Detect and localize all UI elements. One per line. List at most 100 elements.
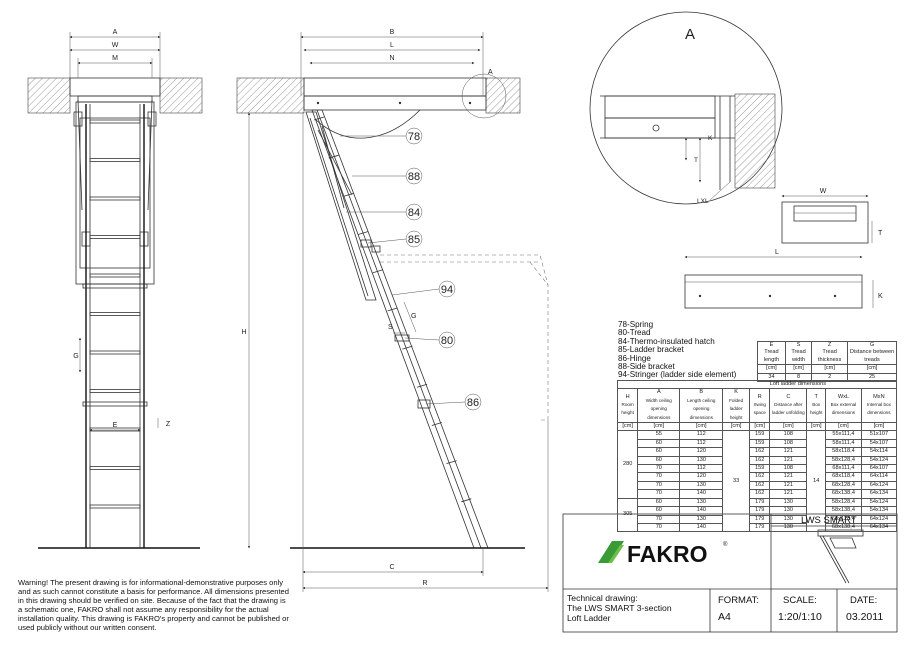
table-cell: 33 xyxy=(722,430,751,533)
table-cell: 162 xyxy=(749,472,771,482)
table-cell: 108 xyxy=(769,438,808,449)
table-cell: 130 xyxy=(769,514,808,524)
side-ceiling-left xyxy=(236,77,305,114)
callout-number: 84 xyxy=(408,207,420,219)
side-dim-r: R xyxy=(422,580,427,587)
table-cell: 70 xyxy=(637,489,681,499)
table-cell: 60 xyxy=(637,455,681,466)
side-tread xyxy=(431,422,442,426)
table-cell: 130 xyxy=(769,497,808,508)
tech-drawing-label: Technical drawing: xyxy=(567,593,638,603)
scale-value: 1:20/1:10 xyxy=(778,611,822,623)
fakro-registered-mark: ® xyxy=(723,541,728,548)
legend-item: 80-Tread xyxy=(618,328,651,338)
dims-unit: [cm] xyxy=(769,422,808,432)
table-cell: 70 xyxy=(637,522,681,533)
front-view: A W M G E Z xyxy=(27,29,203,549)
tread-desc-e: Tread length xyxy=(763,349,780,363)
table-cell: 140 xyxy=(679,506,724,516)
table-cell: 70 xyxy=(637,480,681,491)
table-cell: 140 xyxy=(679,489,724,499)
front-ceiling-left xyxy=(27,77,71,114)
tech-drawing-line2: Loft Ladder xyxy=(567,613,611,623)
table-cell: 130 xyxy=(679,514,724,524)
detail-a: A K T LXL xyxy=(589,11,783,205)
side-dim-n: N xyxy=(389,55,394,62)
table-cell: 60 xyxy=(637,447,681,457)
table-cell: 112 xyxy=(679,438,724,449)
dims-header-desc: Box external dimensions xyxy=(830,402,857,416)
front-tread xyxy=(89,273,141,278)
fakro-logo: FAKRO ® xyxy=(598,541,728,567)
front-dim-g: G xyxy=(73,353,78,360)
dims-header-code: B xyxy=(699,389,704,396)
table-cell: 130 xyxy=(679,497,724,508)
table-cell: 159 xyxy=(749,464,771,474)
callout-leader xyxy=(425,401,466,405)
table-cell: 60 xyxy=(637,506,681,516)
detail-dim-lxl: LXL xyxy=(697,198,709,205)
callout-number: 86 xyxy=(467,397,479,409)
dims-header-desc: Internal box dimensions xyxy=(866,402,891,416)
height-dimension: H xyxy=(241,112,251,549)
table-cell: 162 xyxy=(749,480,771,491)
tech-drawing-line1: The LWS SMART 3-section xyxy=(567,603,672,613)
legend-item: 88-Side bracket xyxy=(618,362,675,372)
table-cell: 64x134 xyxy=(860,489,898,499)
table-cell: 179 xyxy=(749,514,771,524)
table-cell: 162 xyxy=(749,447,771,457)
table-cell: 159 xyxy=(749,438,771,449)
dims-header-desc: Distance after ladder unfolding xyxy=(772,402,805,416)
callout-circle xyxy=(438,280,456,298)
detail-dim-t: T xyxy=(694,157,698,164)
dims-unit: [cm] xyxy=(860,422,898,432)
callout-number: 85 xyxy=(408,234,420,246)
tread-unit: [cm] xyxy=(757,364,786,374)
callout-leader xyxy=(367,238,407,244)
callout-number: 94 xyxy=(441,284,453,296)
table-cell: 58x118,4 xyxy=(825,447,862,457)
product-name: LWS SMART xyxy=(801,515,857,526)
front-dim-a: A xyxy=(113,29,118,36)
table-cell: 60 xyxy=(637,497,681,508)
side-view: B L N A C R S G xyxy=(236,29,549,592)
table-cell: 162 xyxy=(749,489,771,499)
box-dim-t: T xyxy=(878,230,883,237)
table-cell: 68x118,4 xyxy=(825,472,862,482)
dims-header-desc: Room height xyxy=(621,402,634,416)
dims-unit: [cm] xyxy=(825,422,862,432)
table-cell: 54x124 xyxy=(860,455,898,466)
callout-circle xyxy=(464,393,482,411)
dims-caption: Loft ladder dimensions xyxy=(617,379,897,390)
box-dim-w: W xyxy=(820,188,827,195)
table-cell: 112 xyxy=(679,430,724,440)
dims-unit: [cm] xyxy=(806,422,827,432)
front-tread xyxy=(89,466,141,470)
table-cell: 130 xyxy=(769,506,808,516)
table-cell: 179 xyxy=(749,497,771,508)
tread-unit: [cm] xyxy=(811,364,849,374)
callout-number: 88 xyxy=(408,171,420,183)
dims-header-desc: Swing space xyxy=(753,402,766,416)
table-cell: 64x107 xyxy=(860,464,898,474)
table-cell: 54x134 xyxy=(860,506,898,516)
dims-unit: [cm] xyxy=(749,422,771,432)
format-label: FORMAT: xyxy=(718,595,759,606)
table-cell: 64x124 xyxy=(860,514,898,524)
dims-unit: [cm] xyxy=(679,422,724,432)
table-cell: 159 xyxy=(749,430,771,440)
